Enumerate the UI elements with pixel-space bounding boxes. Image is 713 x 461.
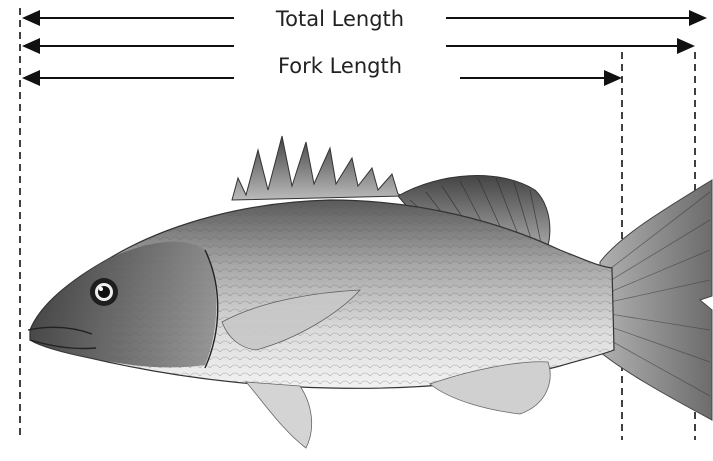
fish-illustration-icon [28,136,712,448]
pelvic-fin [246,382,312,448]
fish-eye [90,278,118,306]
spiny-dorsal-fin [232,136,404,200]
fish-head [30,242,216,368]
total-length-label: Total Length [275,7,404,31]
fork-length-label: Fork Length [278,54,402,78]
total-length-arrow-2 [22,38,695,54]
caudal-fin [600,180,712,420]
